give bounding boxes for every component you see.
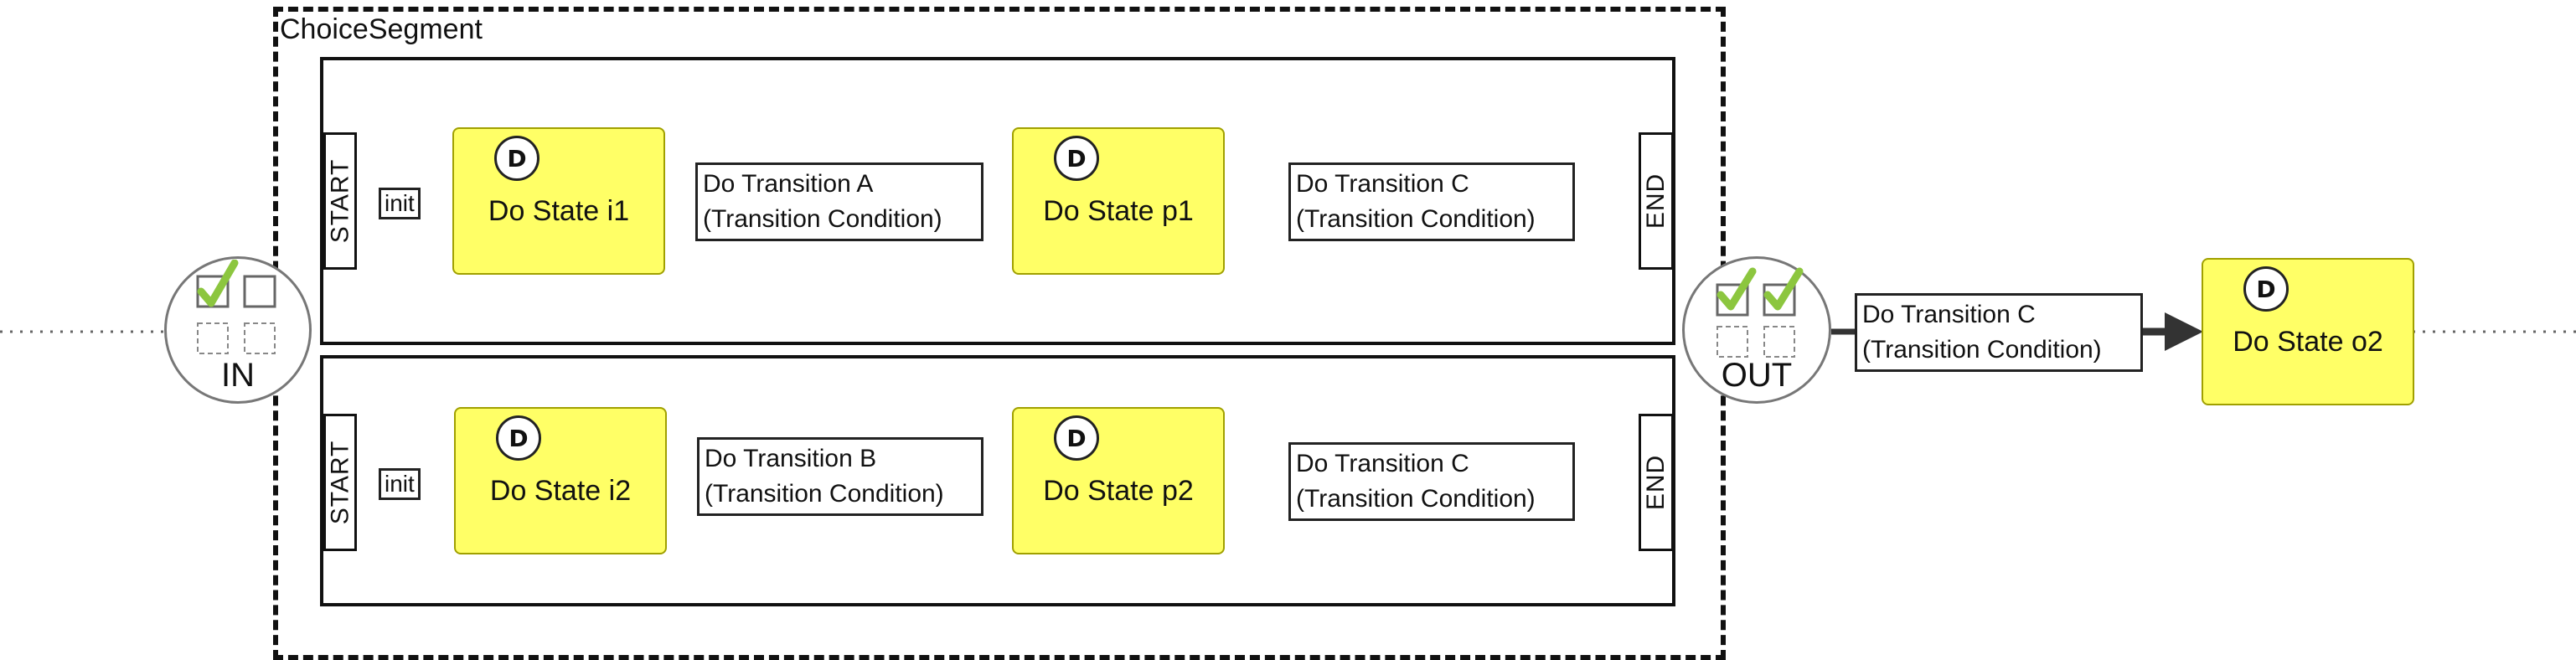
out-transition-name: Do Transition C <box>1862 301 2036 328</box>
state-p2[interactable]: D Do State p2 <box>1012 407 1225 554</box>
transition-c-lane2-name: Do Transition C <box>1296 450 1469 477</box>
lane2-state1-badge-icon: D <box>496 415 541 461</box>
state-o2[interactable]: D Do State o2 <box>2202 258 2414 405</box>
transition-c-lane2[interactable]: Do Transition C (Transition Condition) <box>1288 442 1575 521</box>
arrow-to-final-state <box>2165 312 2203 351</box>
state-p1-label: Do State p1 <box>1043 194 1194 227</box>
out-node[interactable] <box>1682 256 1831 404</box>
lane2-start-bar: START <box>323 414 357 551</box>
segment-title: ChoiceSegment <box>280 13 483 45</box>
transition-a[interactable]: Do Transition A (Transition Condition) <box>695 162 983 241</box>
lane1-state1-badge-icon: D <box>494 136 539 181</box>
in-checkbox-4 <box>244 322 276 354</box>
state-o2-label: Do State o2 <box>2233 325 2383 358</box>
out-check-icon-1 <box>1716 267 1757 311</box>
in-node[interactable] <box>164 256 312 404</box>
state-p1[interactable]: D Do State p1 <box>1012 127 1225 275</box>
lane1-end-label: END <box>1642 173 1670 229</box>
transition-b[interactable]: Do Transition B (Transition Condition) <box>697 437 983 516</box>
lane1-state2-badge-icon: D <box>1054 136 1099 181</box>
out-checkbox-4 <box>1763 326 1795 358</box>
in-node-label: IN <box>221 357 255 394</box>
out-node-label: OUT <box>1721 357 1793 394</box>
state-i1[interactable]: D Do State i1 <box>452 127 665 275</box>
state-i1-label: Do State i1 <box>488 194 630 227</box>
lane1-init-label: init <box>379 188 421 219</box>
lane2-init-label: init <box>379 468 421 500</box>
transition-c-lane2-condition: (Transition Condition) <box>1296 485 1536 513</box>
out-checkbox-grid <box>1716 267 1804 358</box>
transition-b-condition: (Transition Condition) <box>705 480 944 508</box>
in-checkbox-3 <box>197 322 229 354</box>
final-state-badge-icon: D <box>2243 266 2289 312</box>
out-transition-c[interactable]: Do Transition C (Transition Condition) <box>1855 293 2143 372</box>
transition-c-lane1[interactable]: Do Transition C (Transition Condition) <box>1288 162 1575 241</box>
state-p2-label: Do State p2 <box>1043 474 1194 507</box>
lane2-end-bar: END <box>1639 414 1674 551</box>
lane1-start-bar: START <box>323 132 357 270</box>
transition-a-name: Do Transition A <box>703 170 874 198</box>
lane2-state2-badge-icon: D <box>1054 415 1099 461</box>
lane2-end-label: END <box>1642 454 1670 511</box>
state-i2-label: Do State i2 <box>489 474 632 507</box>
out-checkbox-3 <box>1716 326 1748 358</box>
transition-a-condition: (Transition Condition) <box>703 205 942 233</box>
in-checkbox-2 <box>243 275 276 308</box>
transition-c-lane1-name: Do Transition C <box>1296 170 1469 198</box>
transition-b-name: Do Transition B <box>705 445 877 472</box>
in-check-icon-1 <box>197 260 239 307</box>
out-check-icon-2 <box>1763 267 1804 311</box>
lane1-start-label: START <box>326 158 354 244</box>
state-i2[interactable]: D Do State i2 <box>454 407 667 554</box>
in-checkbox-grid <box>196 260 276 354</box>
lane2-start-label: START <box>326 440 354 525</box>
out-transition-condition: (Transition Condition) <box>1862 336 2102 364</box>
lane1-end-bar: END <box>1639 132 1674 270</box>
transition-c-lane1-condition: (Transition Condition) <box>1296 205 1536 233</box>
